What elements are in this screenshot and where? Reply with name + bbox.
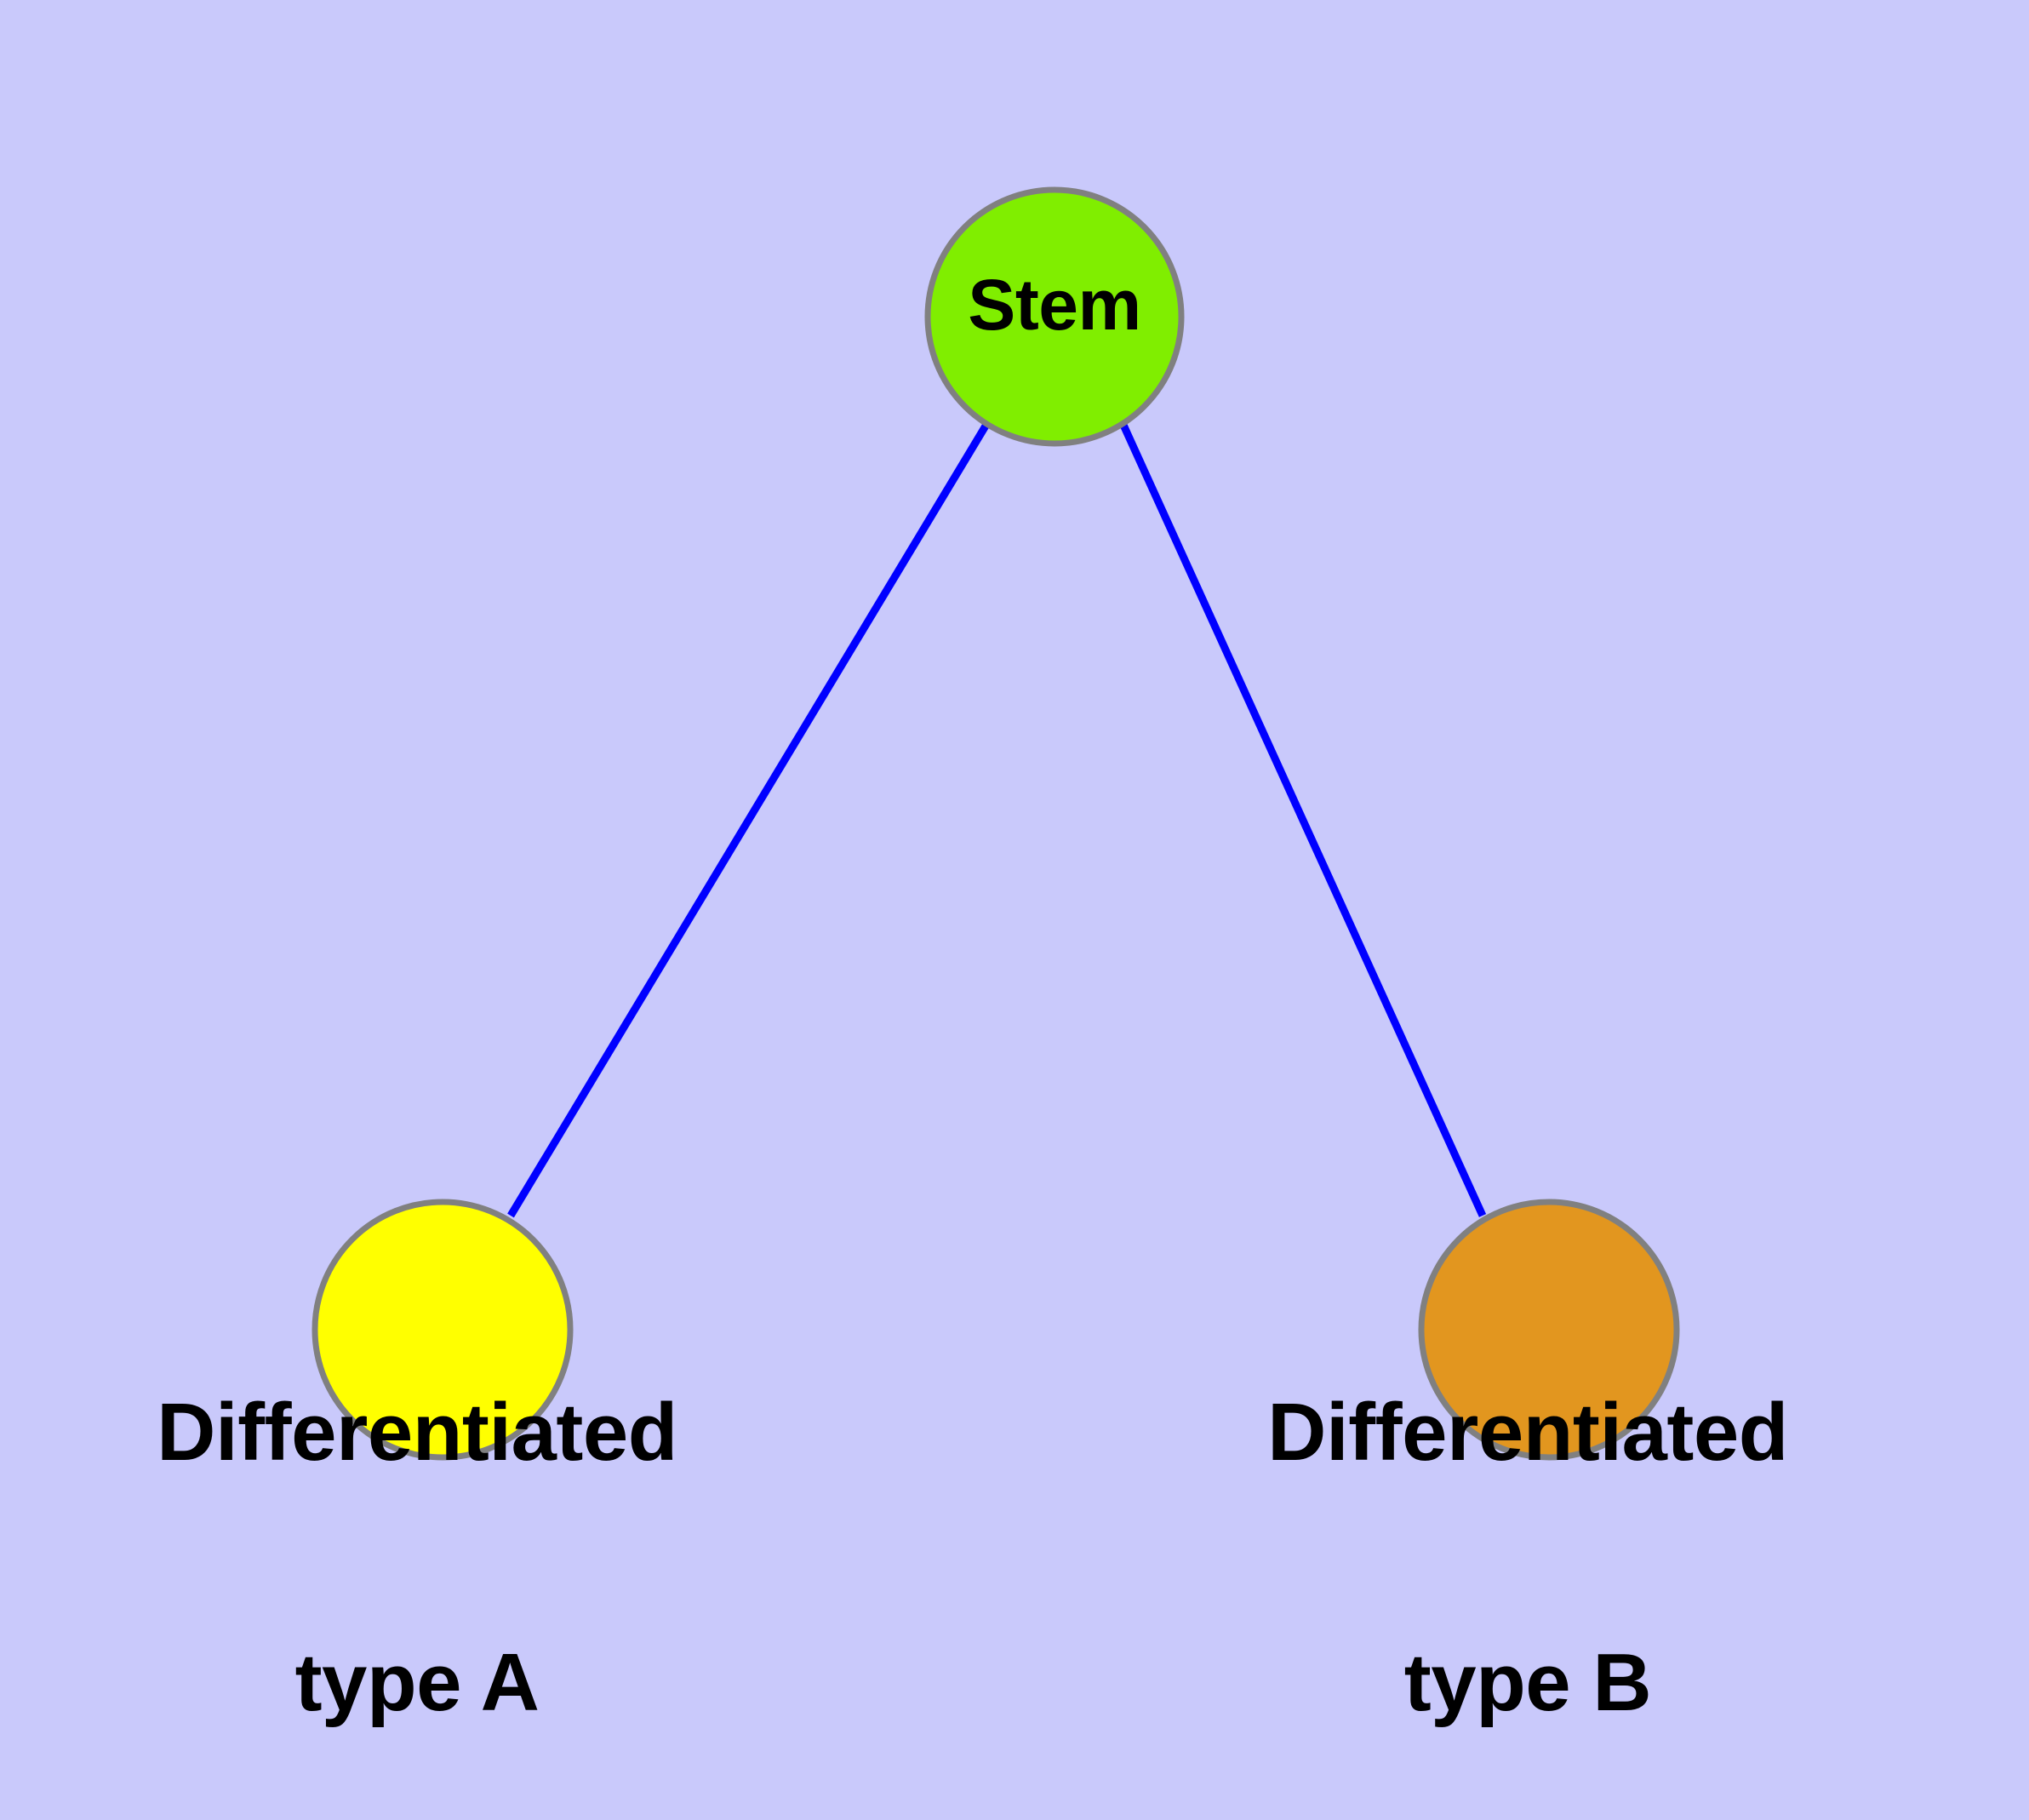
node-differentiated-type-a[interactable]	[311, 1199, 574, 1461]
edge-stem-to-differentiated-a[interactable]	[507, 421, 991, 1218]
node-stem[interactable]	[924, 186, 1185, 447]
edge-stem-to-differentiated-b[interactable]	[1118, 421, 1487, 1217]
node-differentiated-type-b[interactable]	[1418, 1199, 1680, 1461]
